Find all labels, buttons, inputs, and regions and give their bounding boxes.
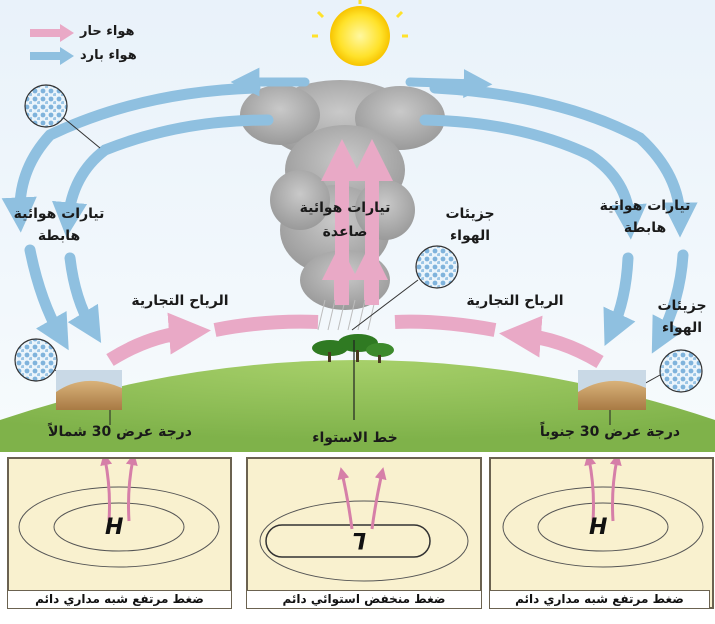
legend-hot-label: هواء حار: [80, 24, 135, 39]
ascending-label-1: تيارات هوائية: [285, 200, 405, 216]
desert-right: [578, 370, 646, 410]
trade-winds-right-label: الرياح التجارية: [455, 293, 575, 309]
descending-left-label-1: تيارات هوائية: [4, 206, 114, 222]
pressure-panel-equator: L: [246, 457, 482, 609]
descending-left-label-2: هابطة: [4, 228, 114, 244]
pressure-symbol-north: H: [105, 515, 123, 540]
pressure-caption-equator: ضغط منخفض استوائي دائم: [246, 590, 482, 609]
descending-right-label-1: تيارات هوائية: [590, 198, 700, 214]
pressure-panel-south: H: [489, 457, 714, 609]
lat-south-label: درجة عرض 30 جنوباً: [525, 424, 695, 440]
desert-left: [56, 370, 122, 410]
descending-right-label-2: هابطة: [590, 220, 700, 236]
air-molecules-center-label-1: جزيئات: [430, 206, 510, 222]
pressure-symbol-south: H: [589, 515, 607, 540]
pressure-panel-north: H: [7, 457, 232, 609]
pressure-symbol-equator: L: [352, 527, 366, 552]
equator-label: خط الاستواء: [295, 430, 415, 446]
pressure-caption-north: ضغط مرتفع شبه مداري دائم: [7, 590, 232, 609]
air-molecules-right-label-1: جزيئات: [650, 298, 714, 314]
ascending-label-2: صاعدة: [285, 224, 405, 240]
pressure-caption-south: ضغط مرتفع شبه مداري دائم: [489, 590, 710, 609]
lat-north-label: درجة عرض 30 شمالاً: [40, 424, 200, 440]
air-molecules-right-label-2: الهواء: [650, 320, 714, 336]
trade-winds-left-label: الرياح التجارية: [120, 293, 240, 309]
air-molecules-center-label-2: الهواء: [430, 228, 510, 244]
legend-cold-label: هواء بارد: [80, 48, 137, 63]
